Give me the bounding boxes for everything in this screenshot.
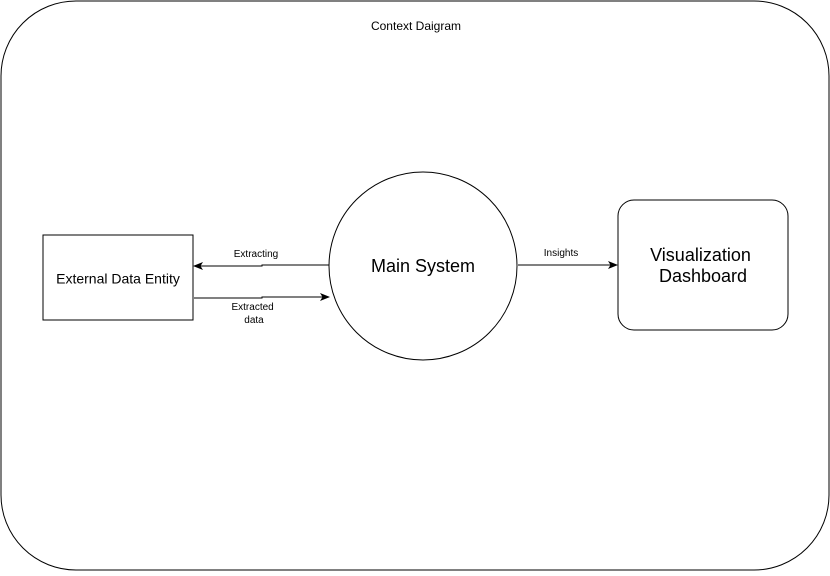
main-system-label: Main System (371, 256, 475, 276)
main-system[interactable]: Main System (328, 171, 518, 361)
flow-insights-label: Insights (544, 248, 578, 259)
diagram-title: Context Daigram (371, 19, 461, 33)
flow-extracting-label: Extracting (234, 249, 278, 260)
flow-extracted-data-label: Extracted data (231, 302, 276, 326)
visualization-dashboard-label: Visualization Dashboard (650, 245, 756, 286)
dashboard-label-line-2: Dashboard (659, 266, 747, 286)
flow-insights[interactable]: Insights (518, 248, 618, 269)
dashboard-label-line-1: Visualization (650, 245, 751, 265)
flow-extracting-arrow (193, 262, 329, 270)
extracted-data-label-line-1: Extracted (231, 302, 273, 313)
visualization-dashboard[interactable]: Visualization Dashboard (617, 199, 789, 331)
flow-extracting[interactable]: Extracting (193, 249, 329, 270)
external-data-entity[interactable]: External Data Entity (42, 234, 194, 321)
flow-extracted-data-arrow (194, 293, 330, 301)
external-data-entity-label: External Data Entity (56, 271, 180, 287)
extracted-data-label-line-2: data (244, 315, 264, 326)
flow-extracted-data[interactable]: Extracted data (194, 293, 330, 326)
